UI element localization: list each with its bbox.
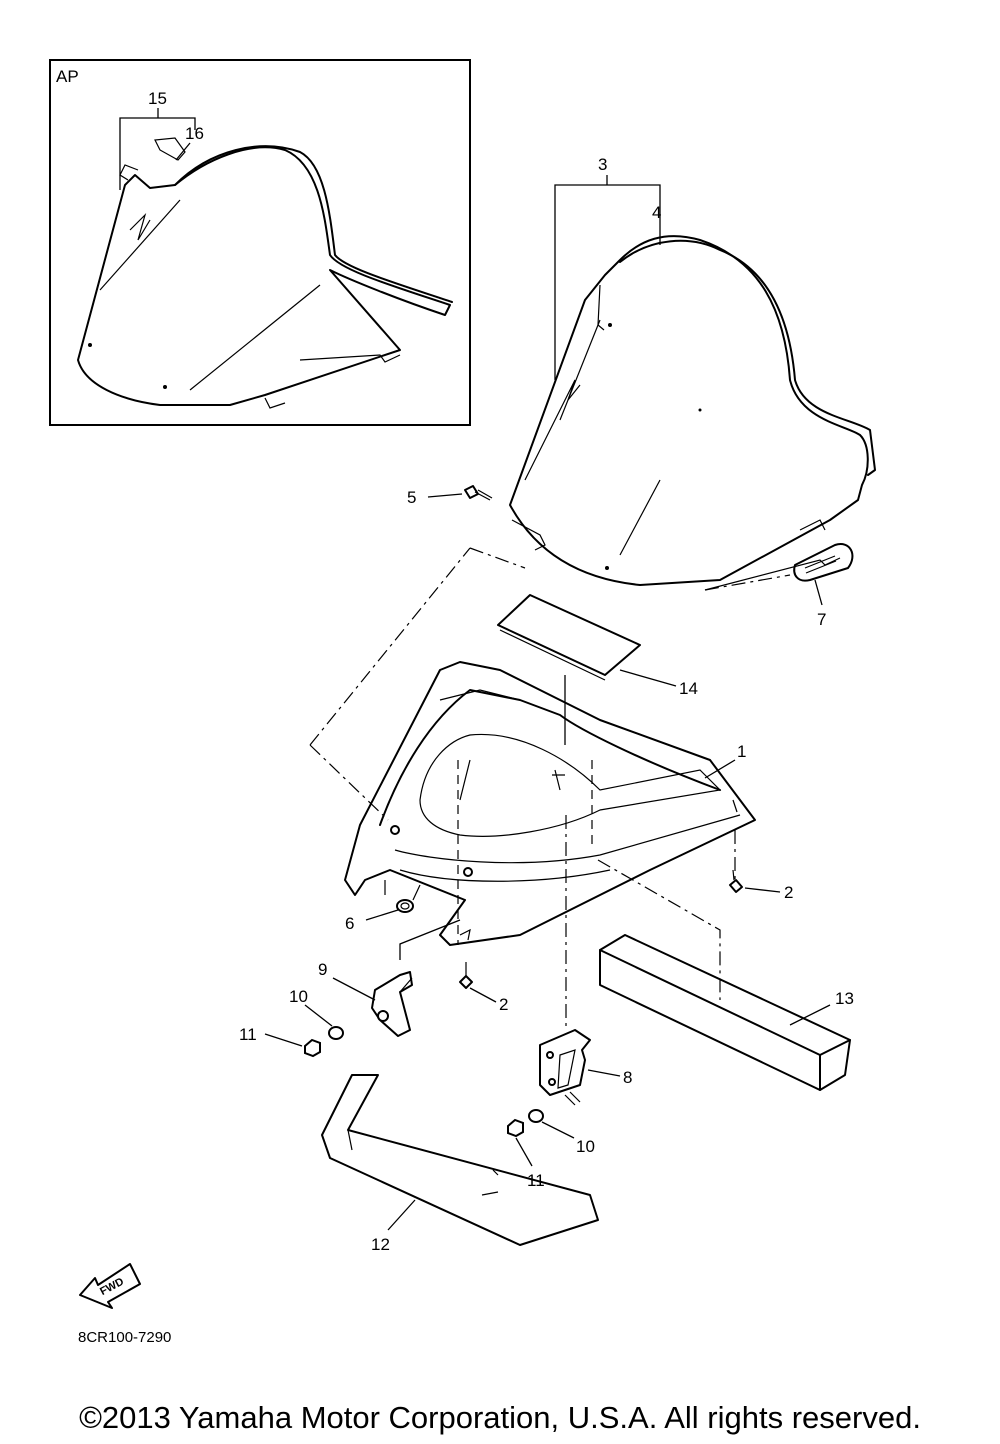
callout-10-left: 10 bbox=[289, 987, 308, 1006]
callout-5: 5 bbox=[407, 488, 416, 507]
fwd-arrow-icon: FWD bbox=[79, 1263, 141, 1309]
copyright-notice: ©2013 Yamaha Motor Corporation, U.S.A. A… bbox=[79, 1400, 921, 1435]
inset-windshield bbox=[77, 137, 453, 409]
cowl-1 bbox=[344, 661, 756, 946]
pad-14 bbox=[497, 594, 641, 681]
callout-8: 8 bbox=[623, 1068, 632, 1087]
callout-1: 1 bbox=[737, 742, 746, 761]
screw-2-right bbox=[729, 869, 743, 893]
screw-2-bottom bbox=[459, 962, 473, 989]
windshield bbox=[509, 235, 876, 591]
callout-15: 15 bbox=[148, 89, 167, 108]
callout-4: 4 bbox=[652, 203, 661, 222]
washer-10-left bbox=[328, 1026, 344, 1040]
clip-7 bbox=[793, 543, 854, 582]
callout-6: 6 bbox=[345, 914, 354, 933]
callout-2-right: 2 bbox=[784, 883, 793, 902]
nut-11-right bbox=[507, 1118, 524, 1138]
callout-3: 3 bbox=[598, 155, 607, 174]
trim-12 bbox=[321, 1074, 599, 1246]
grommet-6 bbox=[396, 899, 414, 913]
foam-13 bbox=[599, 934, 851, 1091]
callout-12: 12 bbox=[371, 1235, 390, 1254]
callout-10-right: 10 bbox=[576, 1137, 595, 1156]
bracket-8 bbox=[539, 1029, 591, 1106]
callout-11-left: 11 bbox=[239, 1025, 257, 1044]
nut-11-left bbox=[304, 1038, 321, 1058]
diagram-code: 8CR100-7290 bbox=[78, 1329, 171, 1346]
callout-13: 13 bbox=[835, 989, 854, 1008]
callout-2-bottom: 2 bbox=[499, 995, 508, 1014]
washer-10-right bbox=[528, 1109, 544, 1123]
screw-5 bbox=[464, 485, 493, 501]
bracket-9 bbox=[371, 971, 413, 1037]
inset-ap: AP 15 16 bbox=[49, 59, 471, 426]
callout-16: 16 bbox=[185, 124, 204, 143]
callout-7: 7 bbox=[817, 610, 826, 629]
callout-14: 14 bbox=[679, 679, 698, 698]
callout-9: 9 bbox=[318, 960, 327, 979]
inset-label: AP bbox=[56, 67, 79, 86]
